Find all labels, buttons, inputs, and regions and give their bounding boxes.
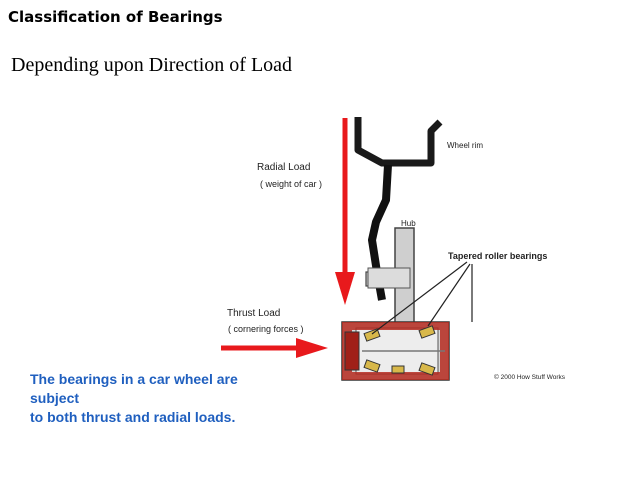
tapered-roller-bearings-label: Tapered roller bearings [448, 251, 547, 261]
tapered-roller-bearing-assembly [341, 321, 450, 381]
caption-line-2: to both thrust and radial loads. [30, 409, 236, 425]
wheel-rim-label: Wheel rim [447, 141, 483, 150]
radial-load-arrow [335, 118, 355, 305]
slide-subtitle: Depending upon Direction of Load [11, 54, 293, 76]
thrust-load-sublabel: ( cornering forces ) [228, 324, 304, 334]
credit-label: © 2000 How Stuff Works [494, 373, 566, 381]
slide-title: Classification of Bearings [8, 8, 223, 26]
caption: The bearings in a car wheel are subject … [30, 370, 290, 427]
radial-load-sublabel: ( weight of car ) [260, 179, 322, 189]
caption-line-1: The bearings in a car wheel are subject [30, 371, 238, 406]
thrust-load-label: Thrust Load [227, 308, 280, 319]
thrust-load-arrow [221, 338, 328, 358]
bearing-pointer-lines [371, 261, 473, 335]
hub-label: Hub [401, 219, 416, 228]
hub [365, 227, 415, 329]
radial-load-label: Radial Load [257, 162, 310, 173]
